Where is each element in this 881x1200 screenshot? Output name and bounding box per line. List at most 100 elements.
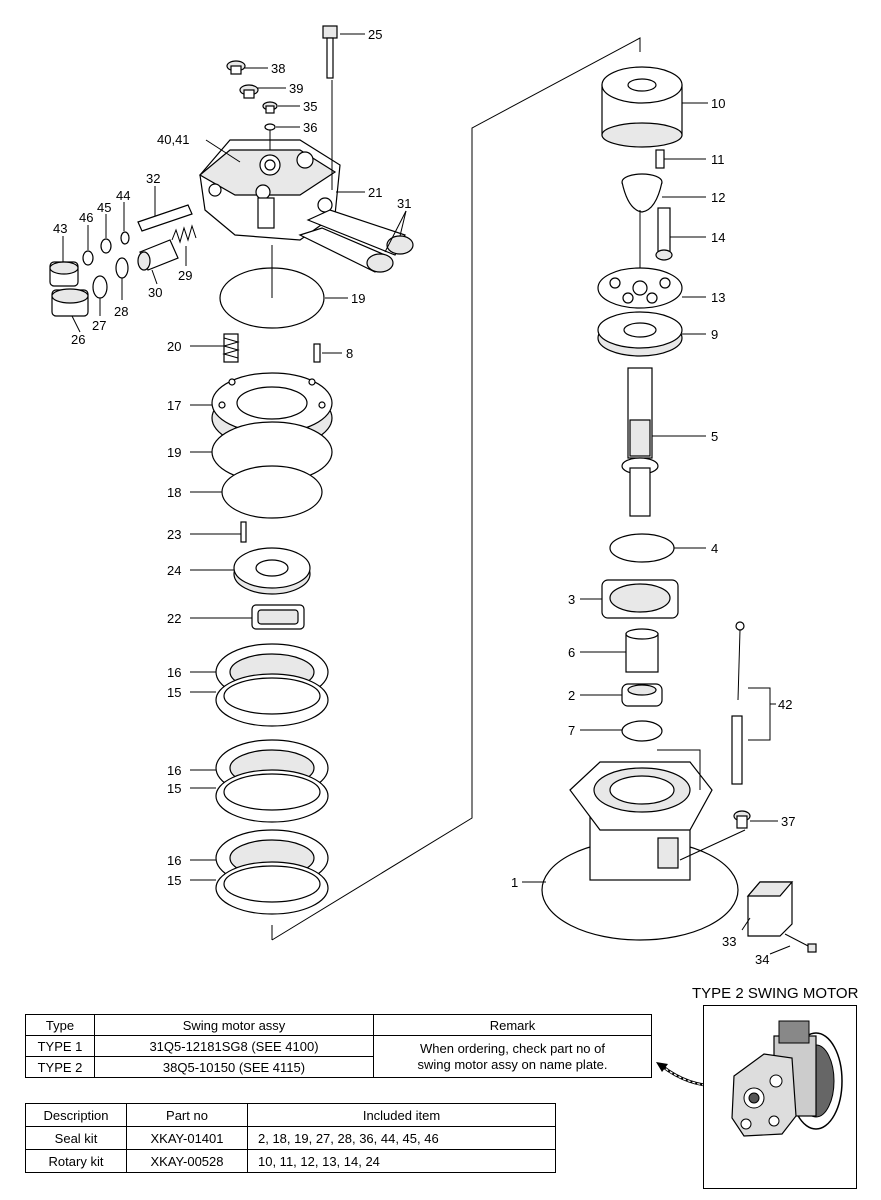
- bearing-part-3: [601, 579, 679, 619]
- bolt-part-25: [322, 25, 338, 79]
- spring-part-20: [222, 333, 240, 363]
- plug-part-39: [239, 84, 259, 99]
- cylinder-block-part-10: [601, 66, 683, 148]
- cell-assy: 31Q5-12181SG8 (SEE 4100): [94, 1035, 374, 1057]
- callout-40-41: 40,41: [157, 132, 190, 147]
- plug-part-43: [49, 261, 79, 287]
- callout-15a: 15: [167, 685, 181, 700]
- table-row: TYPE 1 31Q5-12181SG8 (SEE 4100) When ord…: [25, 1035, 652, 1078]
- spring-part-11: [655, 149, 665, 169]
- callout-24: 24: [167, 563, 181, 578]
- friction-plate-set-3: [215, 829, 329, 915]
- callout-26: 26: [71, 332, 85, 347]
- exploded-parts-diagram: 25 38 39 35 36 40,41 32 21 44 45 46 43 3…: [49, 25, 817, 967]
- relief-valve-part-31: [298, 209, 414, 273]
- cell-part-no: XKAY-00528: [126, 1149, 248, 1173]
- o-ring-part-46: [82, 250, 94, 266]
- callout-28: 28: [114, 304, 128, 319]
- callout-6: 6: [568, 645, 575, 660]
- valve-plate-part-24: [233, 547, 311, 595]
- poppet-part-32: [137, 204, 193, 232]
- callout-35: 35: [303, 99, 317, 114]
- callout-8: 8: [346, 346, 353, 361]
- callout-5: 5: [711, 429, 718, 444]
- type2-motor-drawing: [731, 1020, 843, 1137]
- callout-16b: 16: [167, 763, 181, 778]
- valve-block-part-21: [198, 139, 341, 241]
- snap-ring-part-7: [621, 720, 663, 742]
- pin-part-8: [313, 343, 321, 363]
- callout-10: 10: [711, 96, 725, 111]
- callout-12: 12: [711, 190, 725, 205]
- callout-42: 42: [778, 697, 792, 712]
- col-header-remark: Remark: [373, 1014, 652, 1036]
- callout-20: 20: [167, 339, 181, 354]
- callout-33: 33: [722, 934, 736, 949]
- spherical-bushing-part-12: [621, 173, 663, 213]
- callout-37: 37: [781, 814, 795, 829]
- remark-line-2: swing motor assy on name plate.: [417, 1056, 608, 1072]
- cell-type: TYPE 2: [25, 1056, 95, 1078]
- friction-plate-set-1: [215, 643, 329, 727]
- o-ring-part-28: [115, 257, 129, 279]
- callout-31: 31: [397, 196, 411, 211]
- callout-15c: 15: [167, 873, 181, 888]
- swing-motor-type-table: Type Swing motor assy Remark TYPE 1 31Q5…: [25, 1014, 652, 1078]
- col-header-type: Type: [25, 1014, 95, 1036]
- spring-part-29: [171, 224, 197, 244]
- o-ring-part-36: [264, 123, 276, 131]
- cell-remark: When ordering, check part no of swing mo…: [373, 1035, 652, 1078]
- casing-part-1: [541, 761, 739, 941]
- cell-description: Seal kit: [25, 1126, 127, 1150]
- piston-part-14: [655, 207, 673, 261]
- valve-part-33: [746, 881, 794, 937]
- col-header-included: Included item: [247, 1103, 556, 1127]
- callout-36: 36: [303, 120, 317, 135]
- cell-description: Rotary kit: [25, 1149, 127, 1173]
- callout-labels: 25 38 39 35 36 40,41 32 21 44 45 46 43 3…: [53, 27, 795, 967]
- ring-part-2: [621, 683, 663, 707]
- remark-line-1: When ordering, check part no of: [420, 1040, 605, 1056]
- shoe-plate-part-9: [597, 311, 683, 357]
- snap-ring-part-4: [609, 533, 675, 563]
- divider-line: [271, 37, 641, 941]
- callout-25: 25: [368, 27, 382, 42]
- pin-part-23: [240, 521, 247, 543]
- callout-27: 27: [92, 318, 106, 333]
- table-row: Rotary kit XKAY-00528 10, 11, 12, 13, 14…: [25, 1149, 556, 1173]
- o-ring-part-18: [221, 465, 323, 519]
- callout-21: 21: [368, 185, 382, 200]
- callout-23: 23: [167, 527, 181, 542]
- callout-18: 18: [167, 485, 181, 500]
- table-row: TYPE 2 38Q5-10150 (SEE 4115): [25, 1056, 652, 1078]
- level-gauge-part-42: [731, 621, 745, 785]
- cell-type: TYPE 1: [25, 1035, 95, 1057]
- callout-34: 34: [755, 952, 769, 967]
- bushing-part-6: [625, 628, 659, 673]
- callout-3: 3: [568, 592, 575, 607]
- bearing-part-22: [251, 604, 305, 630]
- drive-shaft-part-5: [621, 367, 659, 517]
- cell-part-no: XKAY-01401: [126, 1126, 248, 1150]
- col-header-part-no: Part no: [126, 1103, 248, 1127]
- callout-22: 22: [167, 611, 181, 626]
- plunger-part-30: [137, 239, 179, 271]
- cell-included: 10, 11, 12, 13, 14, 24: [247, 1149, 556, 1173]
- callout-7: 7: [568, 723, 575, 738]
- table-header-row: Type Swing motor assy Remark: [25, 1014, 652, 1036]
- callout-46: 46: [79, 210, 93, 225]
- cell-assy: 38Q5-10150 (SEE 4115): [94, 1056, 374, 1078]
- callout-44: 44: [116, 188, 130, 203]
- table-row: Seal kit XKAY-01401 2, 18, 19, 27, 28, 3…: [25, 1126, 556, 1150]
- callout-19: 19: [167, 445, 181, 460]
- callout-45: 45: [97, 200, 111, 215]
- plug-part-35: [262, 101, 278, 114]
- callout-17: 17: [167, 398, 181, 413]
- callout-16a: 16: [167, 665, 181, 680]
- friction-plate-set-2: [215, 739, 329, 823]
- table-header-row: Description Part no Included item: [25, 1103, 556, 1127]
- set-plate-part-13: [597, 267, 683, 309]
- callout-29: 29: [178, 268, 192, 283]
- callout-4: 4: [711, 541, 718, 556]
- callout-38: 38: [271, 61, 285, 76]
